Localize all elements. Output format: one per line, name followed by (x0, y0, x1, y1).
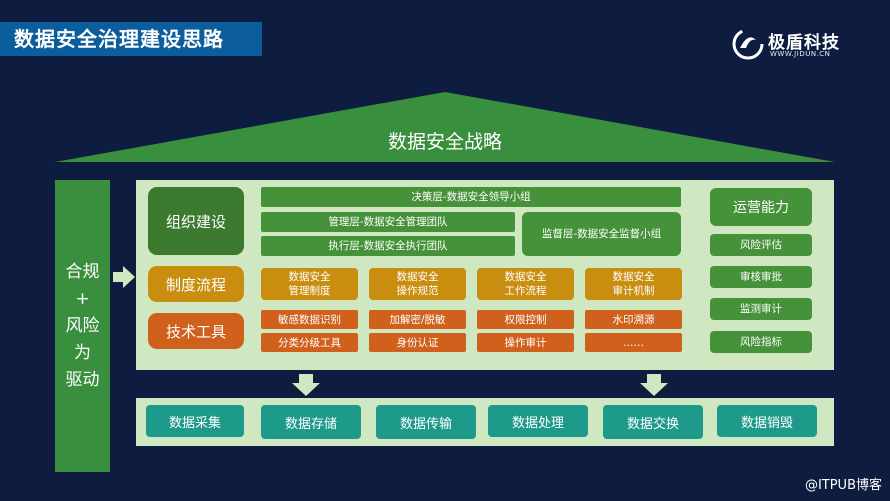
management-layer: 管理层-数据安全管理团队 (261, 212, 515, 232)
tool-item: 分类分级工具 (261, 333, 358, 352)
tool-item: 操作审计 (477, 333, 574, 352)
driver-text: + (75, 288, 90, 309)
operations-item: 风险评估 (710, 234, 812, 256)
tool-item: 敏感数据识别 (261, 310, 358, 329)
brand-logo: 极盾科技 WWW.JIDUN.CN (732, 26, 877, 66)
process-category: 制度流程 (148, 266, 244, 302)
strategy-roof (55, 92, 835, 162)
tool-item: …… (585, 333, 682, 352)
driver-pillar: 合规 + 风险 为 驱动 (55, 180, 110, 472)
brand-name: 极盾科技 (768, 33, 840, 53)
execution-layer: 执行层-数据安全执行团队 (261, 236, 515, 256)
arrow-right-icon (113, 266, 135, 288)
brand-url: WWW.JIDUN.CN (770, 50, 831, 58)
watermark: @ITPUB博客 (804, 478, 882, 493)
driver-text: 合规 (65, 261, 100, 282)
tool-item: 权限控制 (477, 310, 574, 329)
tool-item: 水印溯源 (585, 310, 682, 329)
lifecycle-panel: 数据采集 数据存储 数据传输 数据处理 数据交换 数据销毁 (136, 398, 834, 446)
operations-category: 运营能力 (710, 188, 812, 226)
process-item: 数据安全操作规范 (369, 268, 466, 300)
operations-item: 监测审计 (710, 298, 812, 320)
arrow-down-icon (292, 374, 320, 396)
driver-text: 风险 (65, 315, 100, 336)
tool-item: 身份认证 (369, 333, 466, 352)
decision-layer: 决策层-数据安全领导小组 (261, 187, 681, 207)
driver-text: 为 (74, 342, 91, 363)
supervision-layer: 监督层-数据安全监督小组 (522, 212, 681, 256)
governance-panel: 组织建设 决策层-数据安全领导小组 管理层-数据安全管理团队 执行层-数据安全执… (136, 180, 834, 370)
lifecycle-stage: 数据采集 (146, 405, 244, 437)
lifecycle-stage: 数据传输 (376, 405, 476, 439)
strategy-label: 数据安全战略 (387, 131, 502, 153)
process-item: 数据安全管理制度 (261, 268, 358, 300)
tools-category: 技术工具 (148, 313, 244, 349)
lifecycle-stage: 数据交换 (603, 405, 703, 439)
operations-item: 审核审批 (710, 266, 812, 288)
shield-logo-icon (732, 28, 764, 60)
operations-item: 风险指标 (710, 331, 812, 353)
driver-text: 驱动 (65, 369, 100, 390)
lifecycle-stage: 数据存储 (261, 405, 361, 439)
tool-item: 加解密/脱敏 (369, 310, 466, 329)
process-item: 数据安全审计机制 (585, 268, 682, 300)
process-item: 数据安全工作流程 (477, 268, 574, 300)
lifecycle-stage: 数据处理 (488, 405, 588, 437)
page-title: 数据安全治理建设思路 (0, 22, 262, 56)
lifecycle-stage: 数据销毁 (717, 405, 817, 437)
org-category: 组织建设 (148, 187, 244, 255)
arrow-down-icon (640, 374, 668, 396)
